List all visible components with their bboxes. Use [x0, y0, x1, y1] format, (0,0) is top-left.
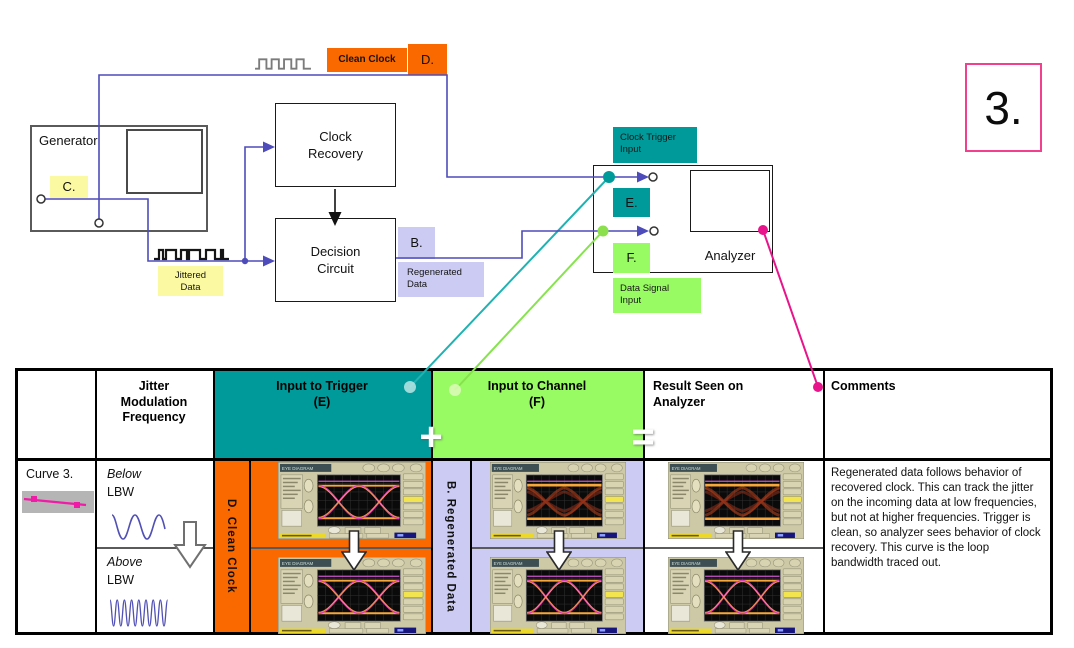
column-divider — [95, 371, 97, 632]
eye-diagram-screenshot: EYE DIAGRAM — [668, 462, 804, 539]
curve-swatch-icon — [22, 491, 94, 513]
header-input-to-trigger: Input to Trigger (E) — [276, 379, 368, 409]
page-number-badge: 3. — [965, 63, 1042, 152]
trigger-strip: D. Clean Clock — [213, 461, 249, 632]
svg-text:EYE DIAGRAM: EYE DIAGRAM — [282, 466, 314, 471]
eye-diagram-screenshot: EYE DIAGRAM — [278, 557, 426, 634]
below-label: Below — [107, 467, 142, 481]
clock-trigger-input-label: Clock Trigger Input — [613, 127, 697, 163]
generator-screen — [126, 129, 203, 194]
header-cell-trigger-bg — [213, 371, 431, 458]
svg-text:EYE DIAGRAM: EYE DIAGRAM — [672, 561, 701, 566]
below-lbw-label: LBW — [107, 485, 135, 499]
down-arrow-icon — [173, 521, 207, 569]
row-divider — [249, 547, 431, 549]
analyzer-label: Analyzer — [704, 248, 756, 263]
down-arrow-icon — [341, 530, 367, 572]
label-b: B. — [398, 227, 435, 259]
plus-sign: + — [419, 415, 443, 459]
equals-sign: = — [631, 415, 655, 459]
above-label: Above — [107, 555, 143, 569]
header-input-to-channel: Input to Channel (F) — [487, 379, 587, 409]
curve-label: Curve 3. — [26, 467, 74, 481]
svg-text:EYE DIAGRAM: EYE DIAGRAM — [494, 466, 523, 471]
header-comments: Comments — [831, 379, 896, 393]
eye-diagram-screenshot: EYE DIAGRAM — [490, 462, 626, 539]
jittered-data-label: Jittered Data — [158, 266, 223, 296]
clock-recovery-label: Clock Recovery — [308, 129, 363, 161]
column-divider — [823, 371, 825, 632]
svg-text:EYE DIAGRAM: EYE DIAGRAM — [282, 561, 314, 566]
clean-clock-waveform-icon — [254, 54, 312, 73]
trigger-strip-label: D. Clean Clock — [225, 499, 237, 594]
row-divider — [95, 547, 213, 549]
down-arrow-icon — [725, 530, 751, 572]
high-frequency-sine-icon — [108, 597, 170, 629]
svg-text:EYE DIAGRAM: EYE DIAGRAM — [672, 466, 701, 471]
column-divider — [470, 461, 472, 632]
label-e: E. — [613, 188, 650, 217]
header-result-seen-on-analyzer: Result Seen on Analyzer — [653, 379, 744, 409]
decision-circuit-box: Decision Circuit — [275, 218, 396, 302]
clean-clock-label: Clean Clock — [327, 48, 407, 72]
above-lbw-label: LBW — [107, 573, 135, 587]
column-divider — [249, 461, 251, 632]
decision-circuit-label: Decision Circuit — [310, 244, 361, 276]
label-d: D. — [408, 44, 447, 75]
header-bottom-border — [18, 458, 1050, 461]
column-divider — [213, 371, 215, 632]
results-table: Jitter Modulation Frequency Input to Tri… — [15, 368, 1053, 635]
regenerated-data-label: Regenerated Data — [398, 262, 484, 297]
down-arrow-icon — [546, 530, 572, 572]
generator-label: Generator — [39, 133, 98, 148]
data-signal-input-label: Data Signal Input — [613, 278, 701, 313]
header-jitter-modulation-frequency: Jitter Modulation Frequency — [120, 379, 188, 424]
label-f: F. — [613, 243, 650, 273]
label-c: C. — [50, 176, 88, 198]
analyzer-screen — [690, 170, 770, 232]
channel-strip: B. Regenerated Data — [431, 461, 470, 632]
low-frequency-sine-icon — [110, 509, 166, 543]
svg-text:EYE DIAGRAM: EYE DIAGRAM — [494, 561, 523, 566]
eye-diagram-screenshot: EYE DIAGRAM — [278, 462, 426, 539]
column-divider — [431, 371, 433, 632]
clock-recovery-box: Clock Recovery — [275, 103, 396, 187]
jittered-data-waveform-icon — [152, 246, 232, 263]
column-divider — [643, 371, 645, 632]
eye-diagram-screenshot: EYE DIAGRAM — [668, 557, 804, 634]
channel-strip-label: B. Regenerated Data — [444, 480, 457, 613]
comments-text: Regenerated data follows behavior of rec… — [831, 467, 1041, 569]
